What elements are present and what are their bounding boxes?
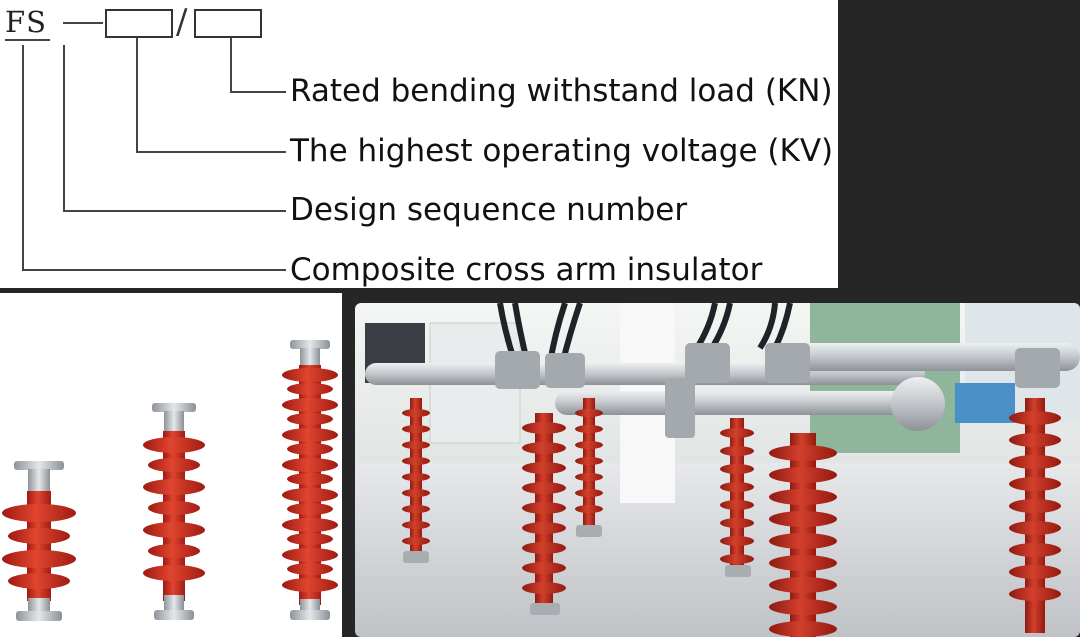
label-design-sequence: Design sequence number — [290, 192, 688, 228]
insulator-tall — [282, 340, 338, 620]
leader-line-composite-v — [22, 45, 24, 271]
voltage-code-box — [105, 9, 173, 38]
label-rated-load: Rated bending withstand load (KN) — [290, 73, 833, 109]
leader-line-voltage-h — [136, 151, 286, 153]
code-dash — [63, 22, 103, 24]
product-insulators-image — [0, 293, 342, 637]
leader-line-load-h — [230, 91, 286, 93]
label-highest-voltage: The highest operating voltage (KV) — [290, 133, 834, 169]
leader-line-design-h — [63, 210, 286, 212]
model-prefix: FS — [5, 5, 47, 39]
leader-line-load-v — [230, 38, 232, 93]
model-code-diagram: FS / Rated bending withstand load (KN) T… — [0, 0, 838, 288]
leader-line-design-v — [63, 45, 65, 212]
insulator-medium — [143, 403, 205, 620]
code-slash: / — [176, 2, 188, 42]
leader-line-composite-h — [22, 269, 286, 271]
label-composite-insulator: Composite cross arm insulator — [290, 252, 763, 288]
load-code-box — [194, 9, 262, 38]
insulator-small — [2, 461, 76, 621]
prefix-underline — [5, 39, 50, 41]
installed-insulators-photo — [355, 303, 1080, 637]
installed-insulators-illustration — [355, 303, 1080, 637]
leader-line-voltage-v — [136, 38, 138, 153]
product-insulators-illustration — [2, 340, 338, 621]
